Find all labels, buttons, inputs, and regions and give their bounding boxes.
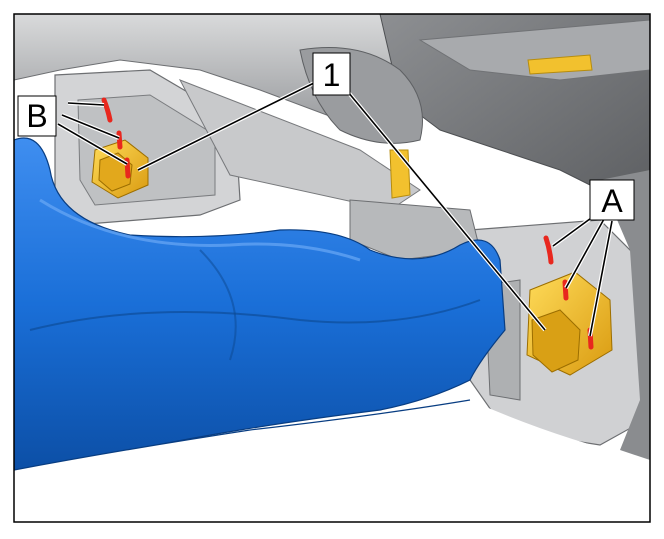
callout-b-label: B	[26, 98, 47, 134]
callout-1-label: 1	[323, 57, 341, 93]
callout-a: A	[589, 179, 635, 221]
callout-a-label: A	[601, 183, 623, 219]
callout-1: 1	[312, 52, 351, 96]
ground-area	[14, 400, 650, 522]
lower-control-arm	[14, 137, 506, 471]
torque-marks	[101, 97, 594, 350]
frame-border	[13, 13, 651, 523]
callout-b: B	[17, 95, 57, 137]
